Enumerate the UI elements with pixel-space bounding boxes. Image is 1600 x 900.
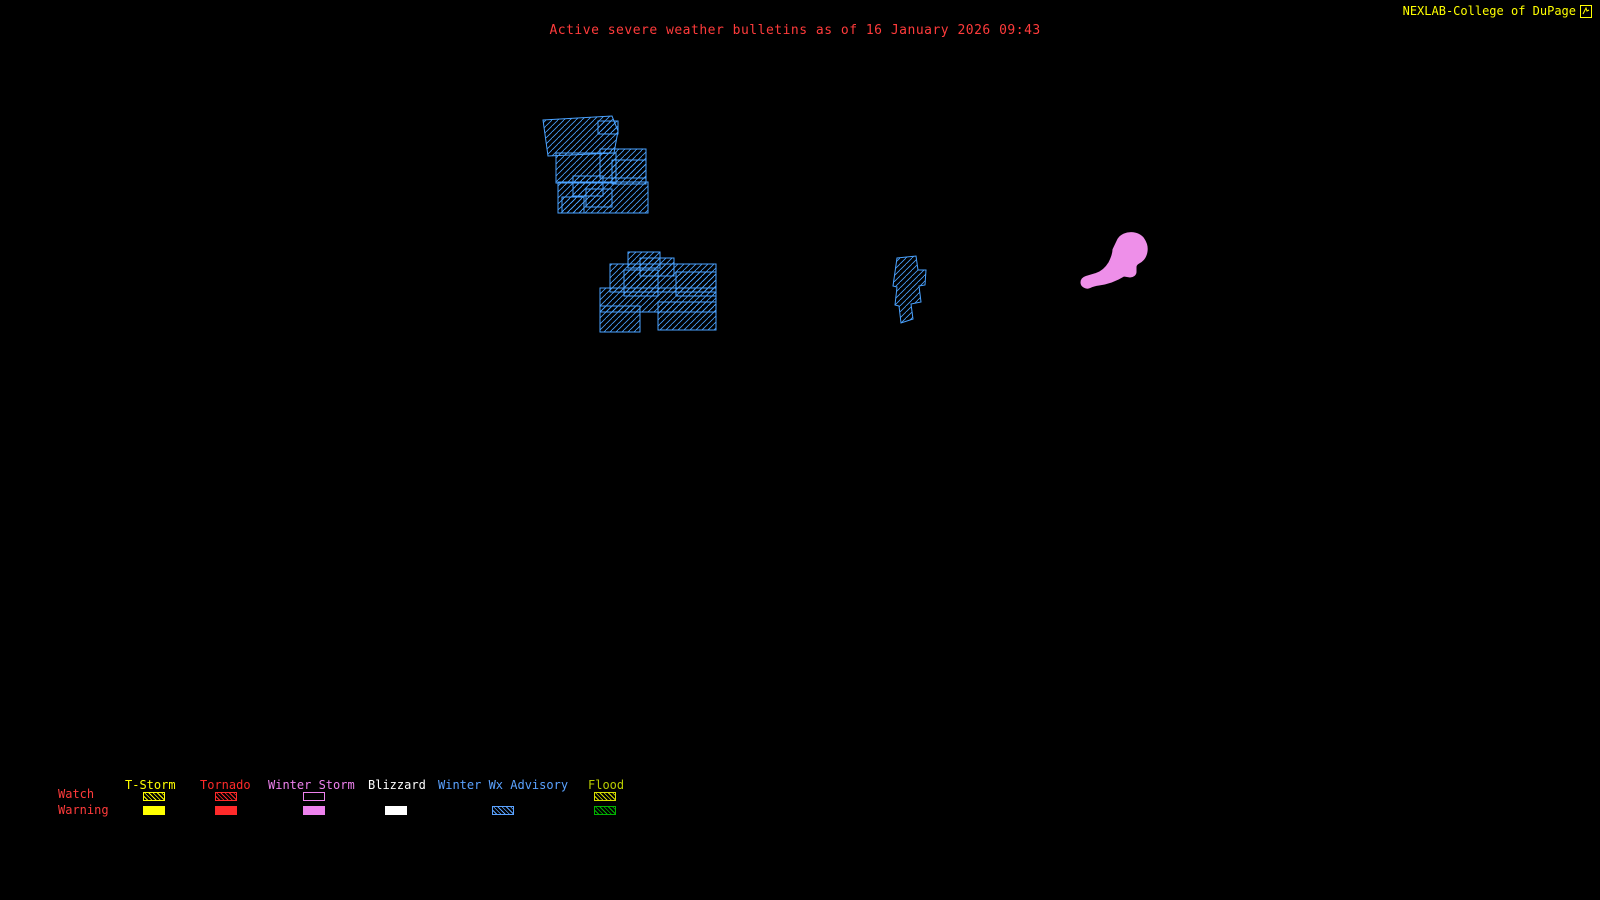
legend-header-tstorm: T-Storm: [125, 778, 176, 792]
legend-row-watch-label: Watch: [58, 787, 95, 801]
swatch-tornado-warning: [215, 806, 237, 815]
swatch-winter-storm-watch: [303, 792, 325, 801]
legend: Watch Warning T-Storm Tornado Winter Sto…: [0, 775, 700, 825]
swatch-winter-storm-warning: [303, 806, 325, 815]
branding: NEXLAB-College of DuPage: [1403, 4, 1592, 18]
legend-row-warning-label: Warning: [58, 803, 109, 817]
branding-label: NEXLAB-College of DuPage: [1402, 4, 1576, 18]
swatch-tstorm-warning: [143, 806, 165, 815]
legend-header-tornado: Tornado: [200, 778, 251, 792]
cod-logo-icon: [1580, 4, 1592, 18]
swatch-tstorm-watch: [143, 792, 165, 801]
winter-wx-advisory-cluster-northwest: [542, 115, 649, 214]
swatch-flood-warning: [594, 806, 616, 815]
winter-wx-advisory-cluster-central: [599, 251, 717, 333]
swatch-blizzard-warning: [385, 806, 407, 815]
swatch-flood-watch: [594, 792, 616, 801]
swatch-tornado-watch: [215, 792, 237, 801]
page-title: Active severe weather bulletins as of 16…: [549, 23, 1041, 38]
legend-header-winter-storm: Winter Storm: [268, 778, 355, 792]
legend-header-blizzard: Blizzard: [368, 778, 426, 792]
legend-header-flood: Flood: [588, 778, 625, 792]
winter-storm-warning-blob: [1080, 232, 1148, 289]
legend-header-winter-wx-advisory: Winter Wx Advisory: [438, 778, 569, 792]
winter-wx-advisory-strip-east: [892, 255, 927, 324]
swatch-winter-wx-advisory: [492, 806, 514, 815]
